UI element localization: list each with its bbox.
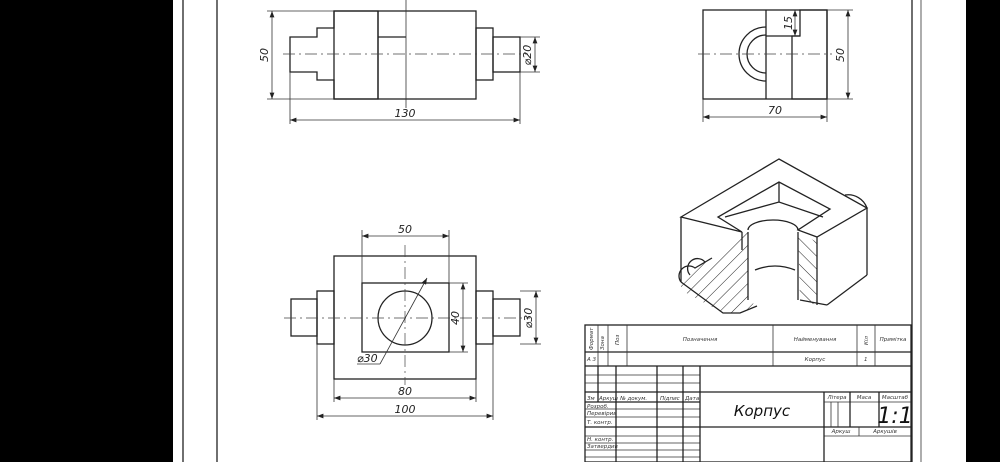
spec-header-format: Формат — [589, 327, 595, 350]
dim-side-height: 50 — [834, 48, 847, 62]
spec-qty-value: 1 — [864, 357, 868, 363]
mass-label: Маса — [857, 395, 872, 401]
dim-pocket-depth: 40 — [449, 311, 462, 325]
spec-header-zone: Зона — [600, 336, 606, 350]
dim-body-length: 80 — [398, 385, 412, 398]
role-developer: Розроб. — [587, 404, 609, 410]
scale-label: Масштаб — [882, 395, 909, 401]
dim-pocket-width: 50 — [398, 223, 412, 236]
dim-side-width: 70 — [768, 104, 782, 117]
spec-header-note: Примітка — [880, 337, 907, 343]
change-header-docno: № докум. — [619, 396, 647, 402]
change-header-sheet: Аркуш — [598, 396, 618, 402]
spec-header-pos: Поз — [615, 334, 621, 345]
dim-front-height: 50 — [258, 48, 271, 62]
role-approver: Затвердив — [587, 444, 618, 450]
change-header-signature: Підпис — [660, 396, 680, 402]
sheet-label: Аркуш — [831, 429, 851, 435]
spec-format-value: А 3 — [586, 357, 597, 363]
dim-front-length: 130 — [395, 107, 416, 120]
title-block: Формат Зона Поз Позначення Найменування … — [584, 324, 913, 462]
spec-name-value: Корпус — [805, 357, 826, 363]
dim-side-wall: 15 — [782, 16, 795, 30]
dim-shaft-diameter: ⌀30 — [522, 308, 535, 329]
part-title: Корпус — [734, 402, 791, 420]
front-section-view: 50 130 ⌀20 — [258, 0, 540, 124]
isometric-view — [678, 158, 869, 314]
role-norm-control: Н. контр. — [587, 437, 614, 443]
top-view: 50 40 ⌀30 ⌀30 80 100 — [284, 223, 541, 420]
scale-value: 1:1 — [877, 404, 912, 429]
spec-header-designation: Позначення — [683, 337, 718, 343]
role-tech-control: Т. контр. — [587, 420, 613, 426]
change-header-date: Дата — [684, 396, 700, 402]
sheets-label: Аркушів — [872, 429, 897, 435]
change-header-zm: Зм — [587, 396, 595, 402]
spec-header-qty: Кіл — [864, 336, 870, 345]
sheet — [173, 0, 966, 462]
dim-hole-diameter: ⌀30 — [357, 352, 378, 365]
dim-front-shaft: ⌀20 — [521, 45, 534, 66]
role-checker: Перевірив — [587, 411, 616, 417]
dim-overall-length: 100 — [395, 403, 416, 416]
side-section-view: 15 50 70 — [698, 9, 853, 122]
spec-header-name: Найменування — [794, 337, 837, 343]
litera-label: Літера — [826, 395, 847, 401]
